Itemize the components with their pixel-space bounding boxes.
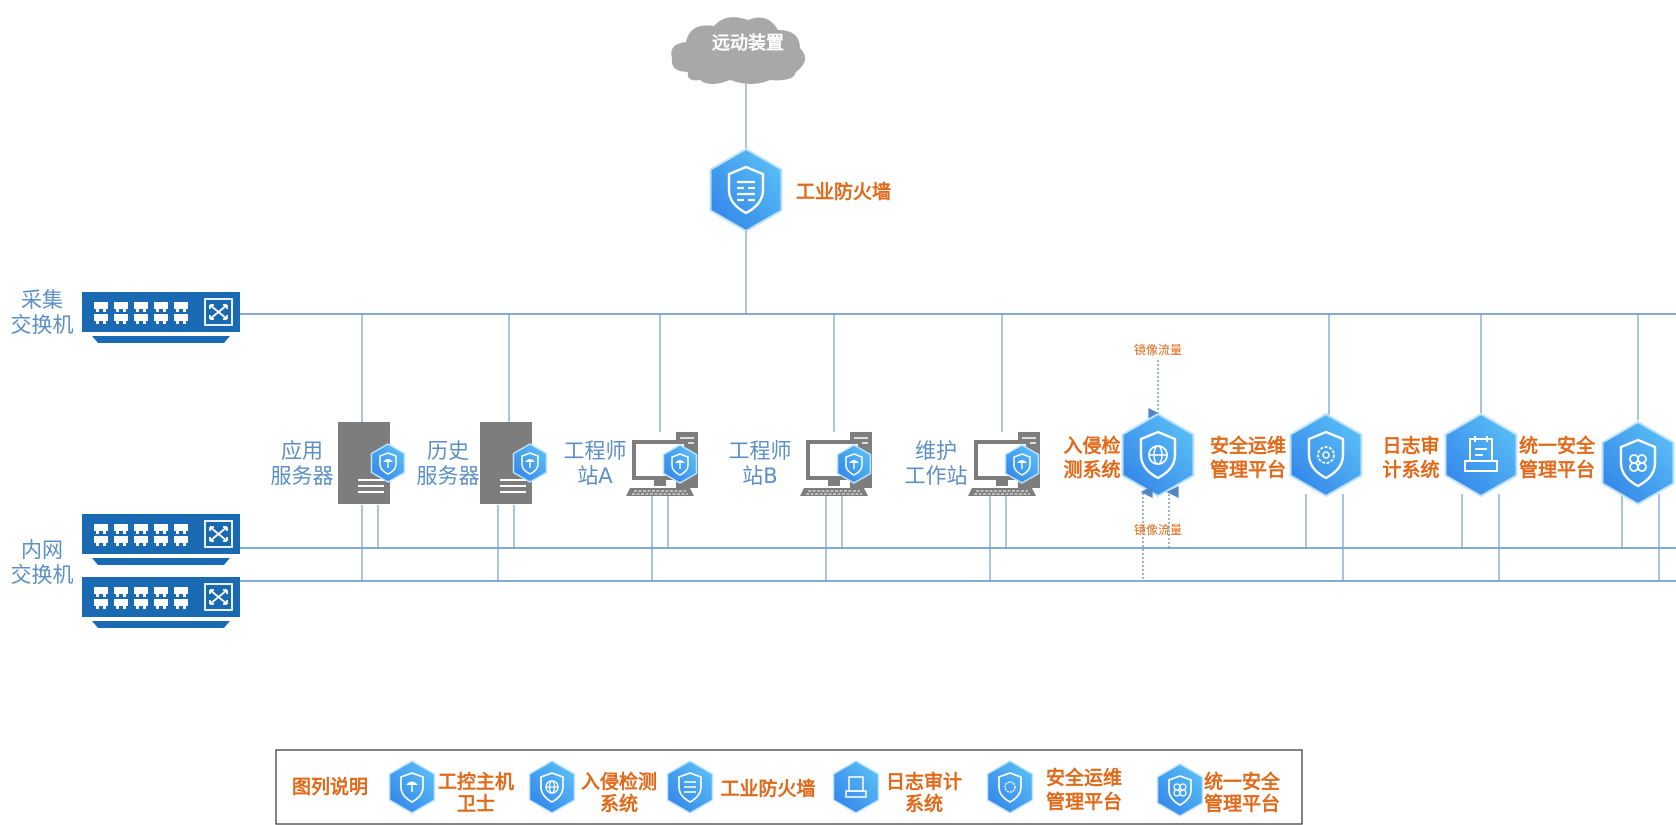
gear-shield-icon (1289, 412, 1363, 498)
host-label-3a: 工程师 (564, 439, 627, 463)
legend-item-5a: 安全运维 (1046, 766, 1122, 789)
host-label-4a: 工程师 (729, 439, 792, 463)
host-label-5b: 工作站 (905, 464, 968, 488)
unified-security-node (1601, 420, 1675, 506)
legend-item-4a: 日志审计 (886, 770, 962, 793)
ids-label-1: 入侵检 (1063, 434, 1120, 457)
switch-icon (82, 514, 240, 565)
cloud-label: 远动装置 (712, 32, 784, 54)
log-audit-node (1444, 412, 1518, 498)
ops-label-1: 安全运维 (1210, 434, 1286, 457)
legend-item-2a: 入侵检测 (581, 770, 657, 793)
host-label-2b: 服务器 (417, 464, 480, 488)
maintenance-workstation (968, 432, 1040, 496)
security-ops-node (1289, 412, 1363, 498)
legend-item-6b: 管理平台 (1204, 792, 1280, 815)
legend-item-4b: 系统 (905, 792, 943, 815)
legend-ids-icon (528, 760, 576, 814)
intranet-switch-label-1: 内网 (21, 538, 63, 562)
host-label-1a: 应用 (281, 439, 323, 463)
legend-item-1a: 工控主机 (438, 770, 514, 793)
legend-unified-icon (1156, 763, 1204, 817)
legend-item-3a: 工业防火墙 (720, 777, 815, 800)
server-icon (338, 422, 405, 504)
engineer-station-b (800, 432, 872, 496)
app-server (338, 422, 405, 504)
intrusion-detection-node (1121, 412, 1195, 498)
unified-label-1: 统一安全 (1519, 434, 1596, 457)
host-label-5a: 维护 (915, 439, 957, 463)
legend-item-5b: 管理平台 (1046, 790, 1122, 813)
intranet-switch-label-2: 交换机 (11, 563, 74, 587)
ops-label-2: 管理平台 (1210, 458, 1286, 481)
host-label-3b: 站A (577, 464, 613, 488)
workstation-icon (800, 432, 872, 496)
remote-device-cloud: 远动装置 (671, 17, 806, 84)
collect-switch-label-1: 采集 (21, 288, 63, 312)
workstation-icon (626, 432, 698, 496)
legend-firewall-icon (666, 760, 714, 814)
legend: 图列说明 工控主机 卫士 入侵检测 系统 工业防火墙 日志 (275, 749, 1303, 825)
cloud-icon (671, 17, 806, 84)
industrial-firewall (709, 147, 783, 233)
server-icon (480, 422, 547, 504)
host-label-1b: 服务器 (271, 464, 334, 488)
mirror-traffic-label-top: 镜像流量 (1134, 342, 1182, 357)
mirror-traffic-label-bottom: 镜像流量 (1134, 522, 1182, 537)
legend-log-icon (832, 760, 880, 814)
legend-box (275, 749, 1303, 825)
legend-ops-icon (986, 760, 1034, 814)
engineer-station-a (626, 432, 698, 496)
host-label-2a: 历史 (427, 439, 469, 463)
cross-shield-icon (1601, 420, 1675, 506)
host-label-4b: 站B (742, 464, 777, 488)
ids-label-2: 测系统 (1063, 458, 1120, 481)
log-label-1: 日志审 (1382, 434, 1439, 457)
legend-item-2b: 系统 (600, 792, 638, 815)
legend-host-guard-icon (388, 760, 436, 814)
legend-title: 图列说明 (292, 775, 368, 798)
switch-icon (82, 292, 240, 343)
collect-switch-label-2: 交换机 (11, 313, 74, 337)
firewall-label: 工业防火墙 (796, 180, 891, 203)
legend-item-1b: 卫士 (457, 793, 495, 815)
intranet-switch-b (82, 577, 240, 628)
intranet-switch-a (82, 514, 240, 565)
firewall-shield-icon (709, 147, 783, 233)
workstation-icon (968, 432, 1040, 496)
log-label-2: 计系统 (1382, 458, 1439, 481)
switch-icon (82, 577, 240, 628)
history-server (480, 422, 547, 504)
legend-item-6a: 统一安全 (1204, 770, 1281, 793)
collect-switch (82, 292, 240, 343)
unified-label-2: 管理平台 (1519, 458, 1595, 481)
